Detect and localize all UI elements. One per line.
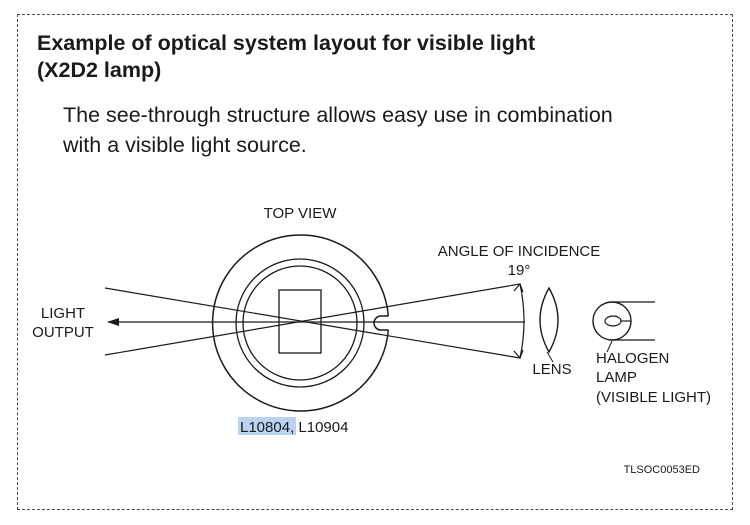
lamp-inner-ring-outer xyxy=(235,258,365,388)
halogen-label-1: HALOGEN xyxy=(596,350,669,367)
angle-arc xyxy=(519,283,525,359)
light-output-label-2: OUTPUT xyxy=(32,324,94,341)
angle-of-incidence-label: ANGLE OF INCIDENCE xyxy=(438,243,601,260)
model-numbers-label: L10804, L10904 xyxy=(240,419,348,436)
title-line-2: (X2D2 lamp) xyxy=(37,58,162,82)
model-highlighted: L10804 xyxy=(240,419,290,436)
halogen-label-2: LAMP xyxy=(596,369,637,386)
lamp-inner-ring-inner xyxy=(242,265,358,381)
light-output-label-1: LIGHT xyxy=(41,305,85,322)
dashed-frame xyxy=(17,14,733,510)
lamp-top-view xyxy=(211,234,390,412)
top-view-label: TOP VIEW xyxy=(264,205,338,222)
angle-arrow-bottom xyxy=(513,349,524,360)
model-highlight xyxy=(238,417,296,435)
lamp-outer-circle xyxy=(211,234,390,412)
halogen-leader xyxy=(606,340,613,353)
lens-icon xyxy=(539,286,559,354)
beam-upper-ray xyxy=(104,283,521,356)
angle-arrow-top xyxy=(513,282,524,293)
lens-label: LENS xyxy=(532,361,571,378)
section-title: Example of optical system layout for vis… xyxy=(37,30,717,84)
lamp-notch xyxy=(373,315,389,331)
halogen-label-3: (VISIBLE LIGHT) xyxy=(596,389,711,406)
description: The see-through structure allows easy us… xyxy=(63,100,723,160)
description-line-2: with a visible light source. xyxy=(63,133,307,157)
title-line-1: Example of optical system layout for vis… xyxy=(37,31,536,55)
beam-lower-ray xyxy=(104,287,521,359)
halogen-lamp-icon xyxy=(592,301,655,341)
description-line-1: The see-through structure allows easy us… xyxy=(63,103,613,127)
figure-code: TLSOC0053ED xyxy=(624,464,700,476)
lens-leader xyxy=(546,351,554,363)
model-rest: , L10904 xyxy=(290,419,348,436)
angle-value-label: 19° xyxy=(508,262,531,279)
